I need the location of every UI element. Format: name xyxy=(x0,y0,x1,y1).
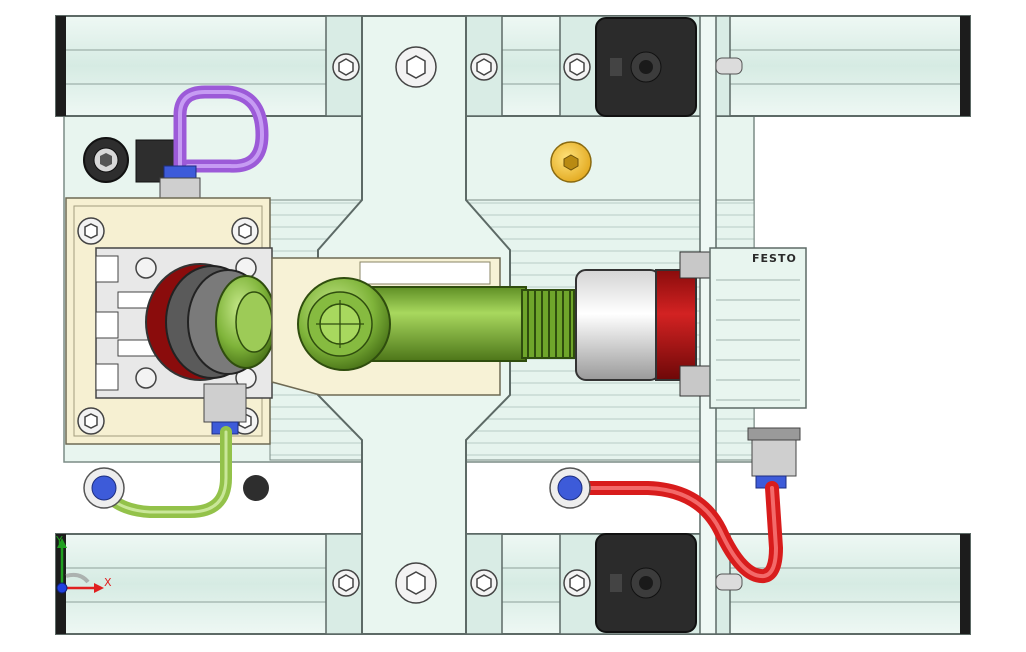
valve-connector-top xyxy=(595,17,697,117)
rod-bracket-slot xyxy=(359,261,491,285)
axis-y-label: Y xyxy=(55,534,63,547)
pneumatic-cylinder xyxy=(575,251,711,397)
valve-connector-bottom xyxy=(595,533,697,633)
rod-thread xyxy=(521,289,575,359)
profile-screws xyxy=(332,46,591,604)
bottom-profile xyxy=(55,533,971,635)
swivel-joint xyxy=(145,263,277,381)
pin-bottom xyxy=(715,573,743,591)
gold-screw xyxy=(550,141,592,183)
axis-triad: X Y xyxy=(55,534,112,594)
piston-rod xyxy=(297,277,527,371)
brand-label: FESTO xyxy=(752,252,797,265)
dark-hole xyxy=(243,475,269,501)
mount-block-slots xyxy=(95,255,159,391)
cylinder-head-block xyxy=(709,247,807,409)
port-right xyxy=(549,467,591,509)
axis-x-label: X xyxy=(104,576,112,589)
port-left xyxy=(83,467,125,509)
fitting-bottom-left xyxy=(203,383,247,435)
cylinder-head-grooves xyxy=(716,279,800,401)
pin-top xyxy=(715,57,743,75)
mount-block-screws xyxy=(135,257,257,389)
fitting-bottom-right xyxy=(747,427,801,489)
top-profile xyxy=(55,15,971,117)
